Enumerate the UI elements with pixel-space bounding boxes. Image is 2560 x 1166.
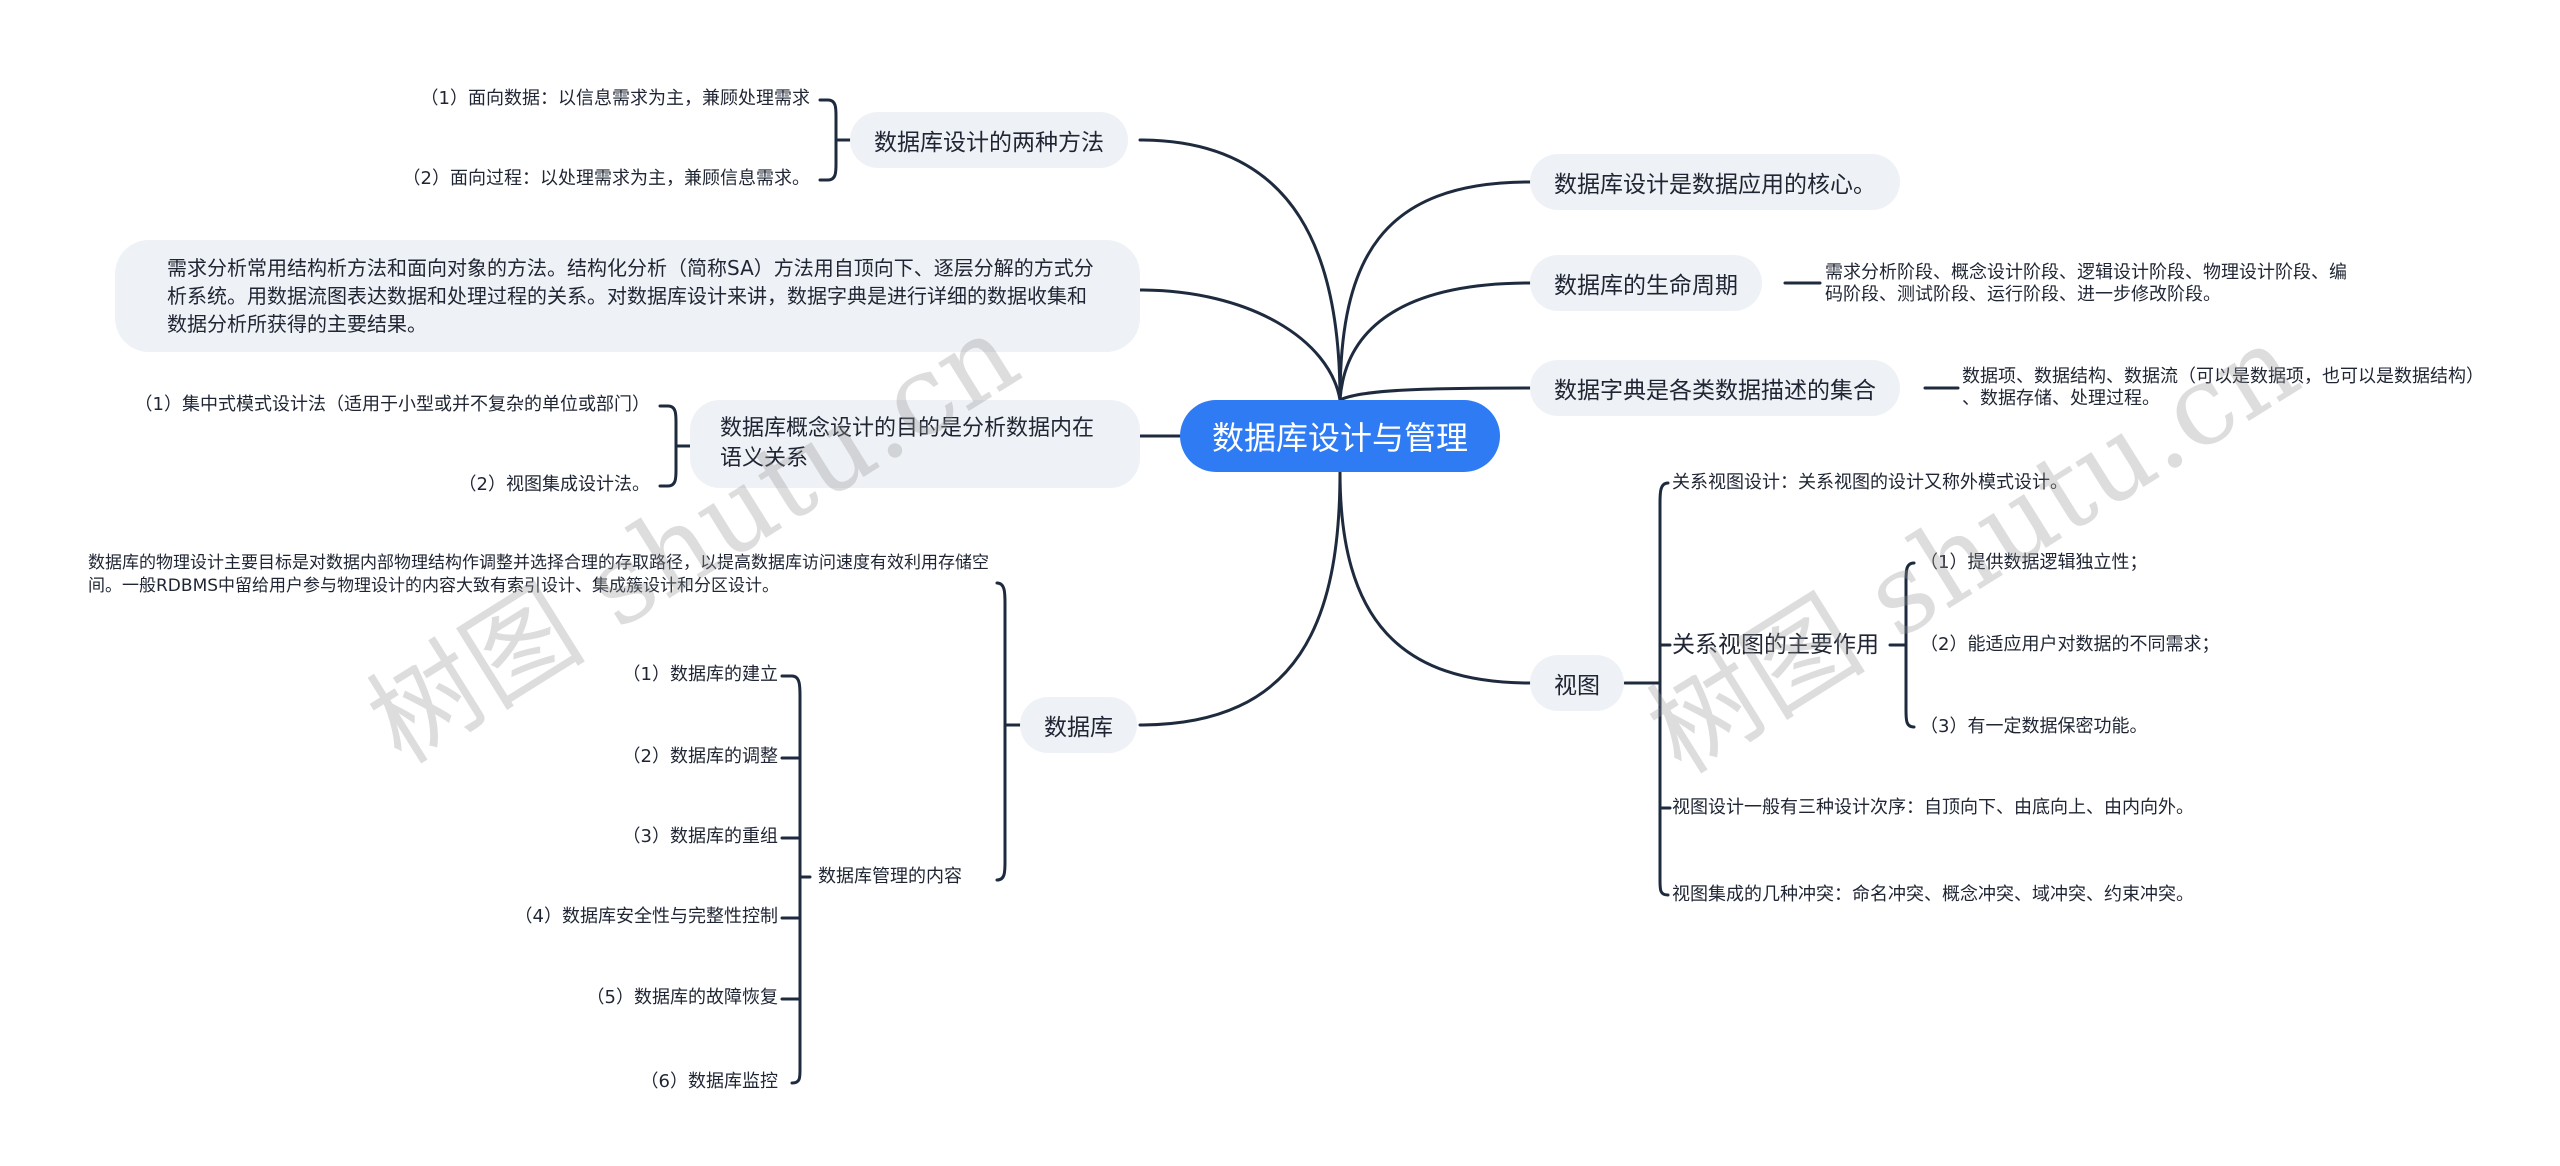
view-relation-design: 关系视图设计：关系视图的设计又称外模式设计。 — [1672, 472, 2068, 493]
two-methods-item-2: （2）面向过程：以处理需求为主，兼顾信息需求。 — [402, 168, 810, 189]
link-root-view — [1338, 470, 1532, 685]
management-item-5: （5）数据库的故障恢复 — [586, 987, 778, 1008]
relation-role-item-1: （1）提供数据逻辑独立性； — [1920, 552, 2148, 573]
branch-core[interactable]: 数据库设计是数据应用的核心。 — [1530, 154, 1900, 210]
link-root-database — [1138, 470, 1342, 727]
branch-database[interactable]: 数据库 — [1020, 697, 1137, 753]
view-design-order: 视图设计一般有三种设计次序：自顶向下、由底向上、由内向外。 — [1672, 797, 2194, 818]
root-node[interactable]: 数据库设计与管理 — [1180, 400, 1500, 472]
link-root-lifecycle — [1338, 281, 1532, 402]
two-methods-item-1: （1）面向数据：以信息需求为主，兼顾处理需求 — [420, 88, 810, 109]
link-relation-role-bracket — [1888, 561, 1916, 729]
view-relation-role-label[interactable]: 关系视图的主要作用 — [1672, 632, 1879, 658]
branch-lifecycle[interactable]: 数据库的生命周期 — [1530, 255, 1762, 311]
relation-role-item-3: （3）有一定数据保密功能。 — [1920, 716, 2148, 737]
link-management-bracket — [780, 674, 812, 1085]
management-item-4: （4）数据库安全性与完整性控制 — [514, 906, 778, 927]
lifecycle-detail-line-2: 码阶段、测试阶段、运行阶段、进一步修改阶段。 — [1825, 284, 2221, 305]
link-view-trunk — [1623, 481, 1672, 897]
branch-dictionary[interactable]: 数据字典是各类数据描述的集合 — [1530, 360, 1900, 416]
physical-design-text: 数据库的物理设计主要目标是对数据内部物理结构作调整并选择合理的存取路径，以提高数… — [88, 553, 989, 596]
link-database-trunk — [995, 581, 1022, 882]
conceptual-item-2: （2）视图集成设计法。 — [458, 474, 650, 495]
branch-requirements-analysis[interactable]: 需求分析常用结构析方法和面向对象的方法。结构化分析（简称SA）方法用自顶向下、逐… — [115, 240, 1140, 352]
management-item-6: （6）数据库监控 — [640, 1071, 778, 1092]
conceptual-item-1: （1）集中式模式设计法（适用于小型或并不复杂的单位或部门） — [134, 394, 650, 415]
branch-conceptual-design[interactable]: 数据库概念设计的目的是分析数据内在语义关系 — [690, 400, 1140, 488]
link-root-two-methods — [1138, 138, 1342, 402]
link-two-methods-bracket — [818, 98, 852, 182]
dictionary-detail-line-1: 数据项、数据结构、数据流（可以是数据项，也可以是数据结构） — [1962, 366, 2484, 387]
link-root-requirements — [1138, 288, 1342, 402]
lifecycle-detail-line-1: 需求分析阶段、概念设计阶段、逻辑设计阶段、物理设计阶段、编 — [1825, 262, 2347, 283]
management-item-3: （3）数据库的重组 — [622, 826, 778, 847]
link-root-core — [1338, 180, 1532, 402]
dictionary-detail-line-2: 、数据存储、处理过程。 — [1962, 388, 2160, 409]
view-conflicts: 视图集成的几种冲突：命名冲突、概念冲突、域冲突、约束冲突。 — [1672, 884, 2194, 905]
link-conceptual-bracket — [658, 404, 692, 488]
management-item-1: （1）数据库的建立 — [622, 664, 778, 685]
relation-role-item-2: （2）能适应用户对数据的不同需求； — [1920, 634, 2220, 655]
management-item-2: （2）数据库的调整 — [622, 746, 778, 767]
management-content-label[interactable]: 数据库管理的内容 — [818, 866, 962, 887]
branch-two-methods[interactable]: 数据库设计的两种方法 — [850, 112, 1128, 168]
link-root-dictionary — [1338, 386, 1532, 402]
branch-view[interactable]: 视图 — [1530, 655, 1624, 711]
